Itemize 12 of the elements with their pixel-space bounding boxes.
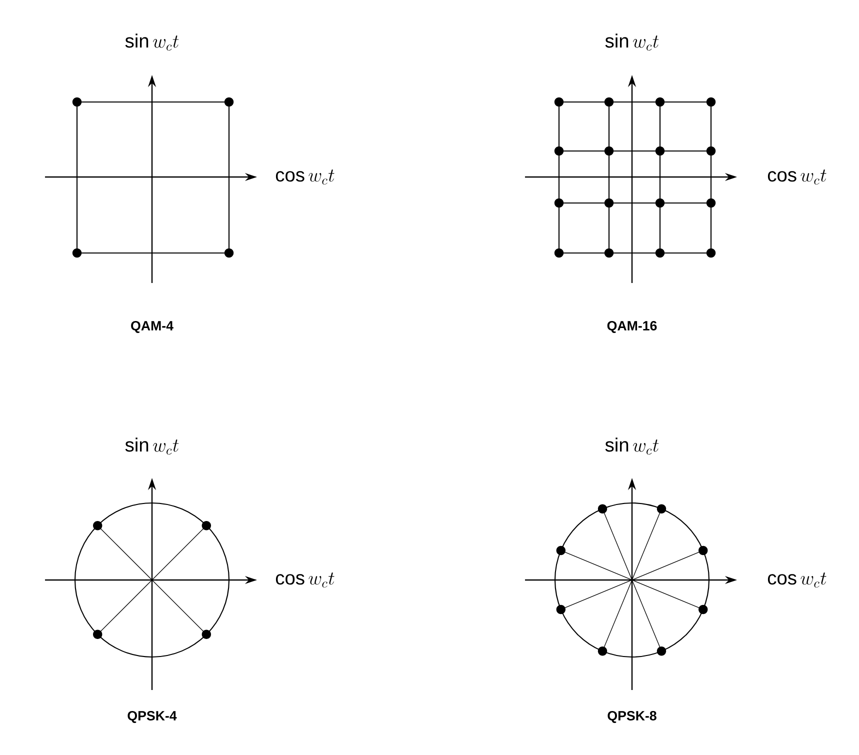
axis-label: $\sin w_c t$ [125, 34, 179, 51]
axis-label: $\sin w_c t$ [125, 438, 179, 455]
caption: QAM-16 [607, 321, 657, 333]
axis-label: $\cos w_c t$ [276, 169, 334, 184]
axis-label: $\sin w_c t$ [605, 34, 659, 51]
axis-label: $\sin w_c t$ [605, 438, 659, 455]
axis-label: $\cos w_c t$ [276, 572, 334, 588]
axis-label: $\cos w_c t$ [768, 169, 826, 184]
caption: QPSK-4 [128, 711, 177, 723]
caption: QPSK-8 [608, 711, 656, 723]
axis-label: $\cos w_c t$ [768, 572, 826, 588]
caption: QAM-4 [131, 321, 174, 333]
